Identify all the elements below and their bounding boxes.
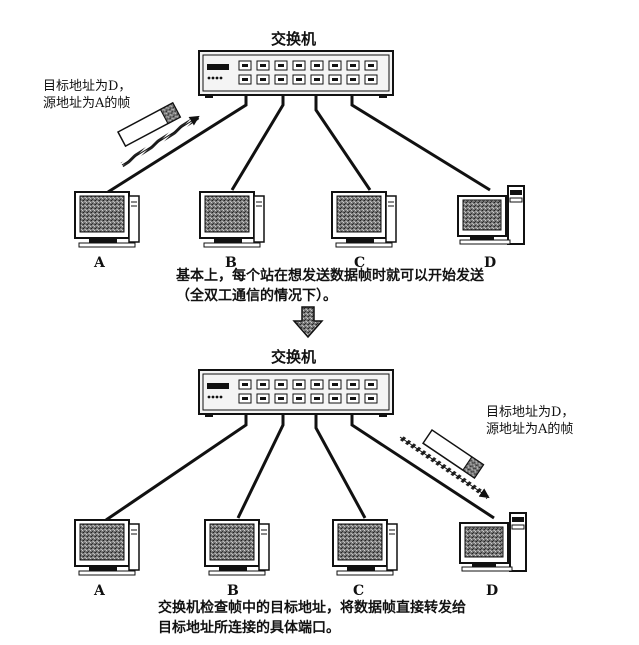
- pc-label-c: C: [353, 583, 365, 599]
- frame-top-label: 目标地址为D， 源地址为A的帧: [43, 78, 131, 112]
- pc-label-a: A: [94, 255, 105, 271]
- top-caption-line-1: 基本上，每个站在想发送数据帧时就可以开始发送: [176, 268, 484, 284]
- bottom-caption-line-2: 目标地址所连接的具体端口。: [158, 620, 340, 636]
- down-arrow-icon: [292, 306, 324, 339]
- computer-c-icon: [332, 519, 398, 576]
- computer-b-icon: [199, 191, 265, 248]
- bottom-cables: [105, 413, 495, 522]
- switch-bottom-label: 交换机: [271, 348, 317, 366]
- pc-label-c: C: [354, 255, 366, 271]
- computer-b-icon: [204, 519, 270, 576]
- computer-a-icon: [74, 191, 140, 248]
- pc-label-d: D: [486, 583, 499, 599]
- switch-bottom-icon: [198, 369, 394, 418]
- top-caption-line-2: （全双工通信的情况下）。: [176, 288, 337, 304]
- frame-top-src: 源地址为A的帧: [43, 96, 131, 111]
- top-caption: 基本上，每个站在想发送数据帧时就可以开始发送 （全双工通信的情况下）。: [176, 266, 484, 306]
- bottom-caption-line-1: 交换机检查帧中的目标地址，将数据帧直接转发给: [158, 600, 466, 616]
- frame-top-dest: 目标地址为D，: [43, 79, 132, 94]
- frame-top-icon: [116, 101, 200, 168]
- frame-bottom-dest: 目标地址为D，: [486, 405, 575, 420]
- computer-a-icon: [74, 519, 140, 576]
- bottom-caption: 交换机检查帧中的目标地址，将数据帧直接转发给 目标地址所连接的具体端口。: [158, 598, 466, 638]
- pc-label-d: D: [484, 255, 497, 271]
- computer-c-icon: [331, 191, 397, 248]
- pc-label-a: A: [94, 583, 105, 599]
- computer-d-icon: [457, 185, 525, 245]
- switch-top-label: 交换机: [271, 30, 317, 48]
- frame-bottom-label: 目标地址为D， 源地址为A的帧: [486, 404, 574, 438]
- top-cables: [107, 94, 491, 194]
- pc-label-b: B: [225, 255, 237, 271]
- frame-bottom-src: 源地址为A的帧: [486, 422, 574, 437]
- computer-d-icon: [459, 512, 527, 572]
- switch-top-icon: [198, 50, 394, 99]
- pc-label-b: B: [227, 583, 239, 599]
- frame-bottom-icon: [398, 428, 490, 500]
